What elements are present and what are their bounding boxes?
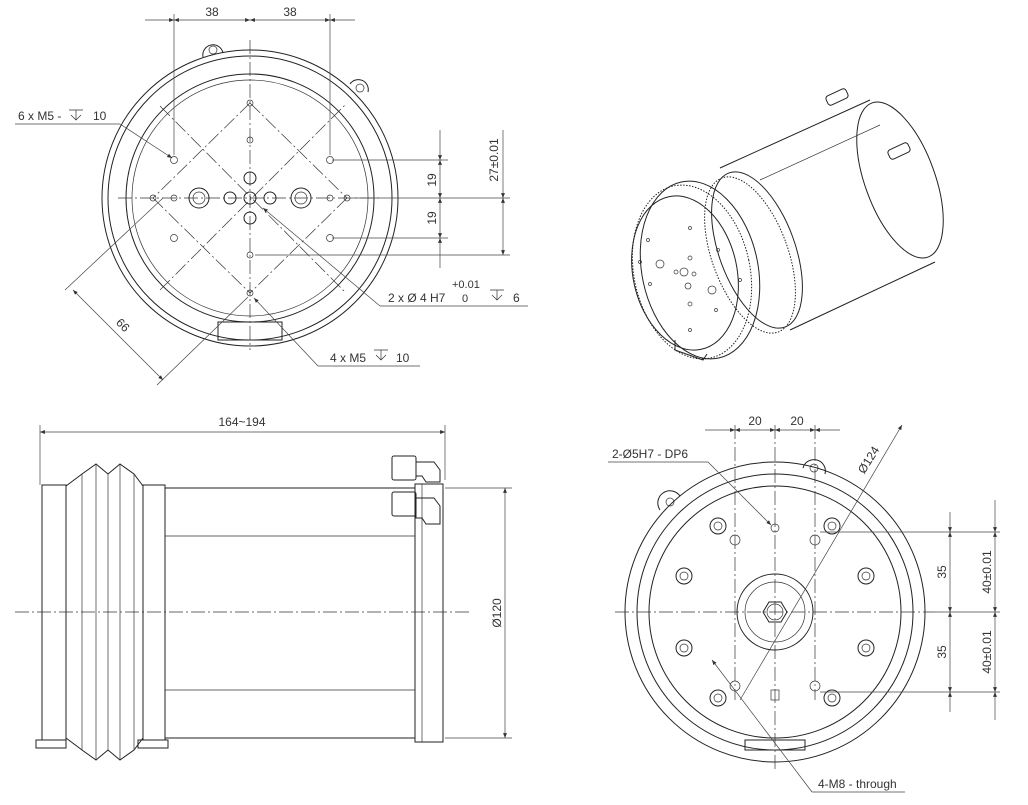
note-dowel-depth: 6	[513, 291, 520, 305]
m5-holes	[149, 99, 351, 297]
iso-bottom-tab	[674, 340, 708, 361]
dim-20-right: 20	[790, 414, 804, 428]
dim-66: 66	[113, 315, 133, 335]
dim-38-left: 38	[205, 5, 219, 19]
dim-length: 164~194	[218, 415, 265, 429]
isometric-view	[631, 88, 944, 361]
front-knurl	[631, 184, 753, 360]
note-4xm5: 4 x M5	[330, 351, 366, 365]
dim-35-lower: 35	[935, 645, 949, 659]
side-view: 164~194 Ø120	[15, 415, 512, 761]
rear-cap	[414, 483, 444, 743]
dim-diameter: Ø120	[490, 598, 504, 628]
lug-hole	[355, 83, 365, 93]
right-knurl-ring	[142, 484, 166, 741]
body-cylinder	[164, 487, 416, 739]
dim-124: Ø124	[855, 443, 883, 476]
depth-symbol-icon	[374, 349, 388, 361]
knurl-ring	[704, 176, 796, 334]
dim-19-upper: 19	[425, 173, 439, 187]
pcd-line	[249, 197, 348, 294]
side-air-fittings	[391, 455, 441, 525]
tol-zero: 0	[462, 293, 468, 305]
mounting-lug	[802, 459, 826, 475]
mounting-lug	[349, 79, 369, 93]
lug-hole	[208, 45, 218, 55]
note-4xm5-depth: 10	[396, 351, 410, 365]
dim-20-left: 20	[748, 414, 762, 428]
mounting-lug	[202, 44, 224, 58]
left-foot	[35, 739, 67, 749]
dim-27: 27±0.01	[487, 138, 501, 182]
mounting-lug	[657, 490, 681, 511]
hex-fitting	[762, 601, 788, 623]
rear-view: 20 20 2-Ø5H7 - DP6 Ø124 35 35 40±0.01 40…	[608, 414, 1000, 793]
center-bolt-pattern	[188, 171, 312, 225]
left-knurl-texture	[41, 484, 67, 741]
tol-plus: +0.01	[452, 279, 480, 291]
front-face	[631, 195, 739, 351]
right-knurl-texture	[142, 484, 166, 741]
depth-symbol-icon	[490, 289, 504, 301]
depth-symbol-icon	[69, 109, 83, 121]
front-flange-outer	[639, 180, 761, 360]
front-view: 38 38 6 x M5 - 10 19 19 27±0.01 +0.01 2 …	[15, 5, 528, 386]
diagonal-centerline	[159, 104, 346, 291]
iso-air-fittings	[825, 88, 911, 160]
front-face-holes	[638, 226, 742, 332]
pcd-line	[152, 102, 251, 199]
dim-40-upper: 40±0.01	[980, 550, 994, 594]
note-6xm5-depth: 10	[93, 109, 107, 123]
note-dowel: 2 x Ø 4 H7	[388, 291, 446, 305]
rear-cap-ellipse	[856, 101, 944, 259]
note-pin: 2-Ø5H7 - DP6	[612, 447, 688, 461]
note-6xm5: 6 x M5 -	[18, 109, 61, 123]
left-knurl-ring	[41, 484, 67, 741]
dim-19-lower: 19	[425, 211, 439, 225]
dim-38-right: 38	[283, 5, 297, 19]
rear-bolt-circle	[675, 517, 875, 707]
right-foot	[137, 739, 169, 749]
note-through: 4-M8 - through	[818, 777, 897, 791]
dim-40-lower: 40±0.01	[980, 630, 994, 674]
diagonal-centerline	[159, 105, 346, 293]
pcd-line	[152, 197, 251, 294]
pcd-line	[249, 102, 348, 199]
lug-hole	[665, 497, 675, 507]
dim-35-upper: 35	[935, 565, 949, 579]
